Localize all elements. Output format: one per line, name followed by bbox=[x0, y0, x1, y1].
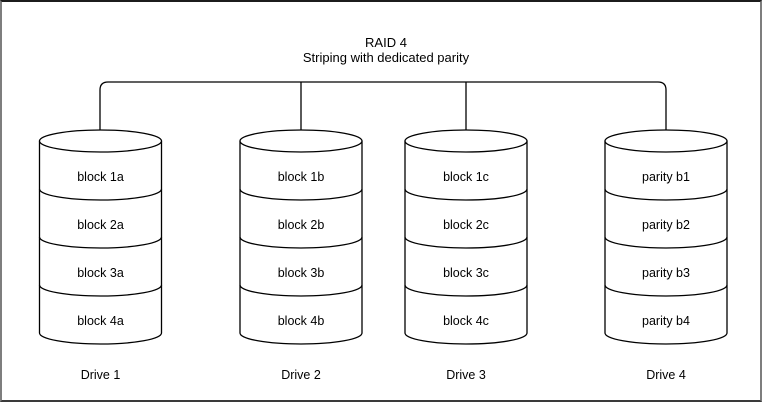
drive-4-divider-3 bbox=[604, 284, 728, 297]
drive-3-label: Drive 3 bbox=[446, 368, 486, 382]
drive-3-cylinder-top bbox=[404, 129, 528, 153]
drive-1-block-3-label: block 3a bbox=[77, 266, 124, 280]
drive-3-block-1-label: block 1c bbox=[443, 170, 489, 184]
drive-4-cylinder-top bbox=[604, 129, 728, 153]
drive-1-cylinder-body bbox=[38, 141, 163, 345]
drive-4-parity-4-label: parity b4 bbox=[642, 314, 690, 328]
drive-2-block-2-label: block 2b bbox=[278, 218, 325, 232]
diagram-subtitle: Striping with dedicated parity bbox=[303, 50, 470, 65]
drive-1-divider-3 bbox=[38, 284, 163, 297]
drive-3-divider-1 bbox=[404, 188, 528, 201]
drive-2-label: Drive 2 bbox=[281, 368, 321, 382]
drive-2-cylinder-top bbox=[239, 129, 363, 153]
drive-1-label: Drive 1 bbox=[81, 368, 121, 382]
drive-2-block-1-label: block 1b bbox=[278, 170, 325, 184]
drive-2-divider-1 bbox=[239, 188, 363, 201]
drive-2: block 1b block 2b block 3b block 4b Driv… bbox=[239, 129, 363, 382]
diagram-title: RAID 4 bbox=[365, 35, 407, 50]
drive-4-cylinder-body bbox=[604, 141, 728, 345]
drive-2-divider-2 bbox=[239, 236, 363, 249]
drive-4-divider-1 bbox=[604, 188, 728, 201]
drive-4: parity b1 parity b2 parity b3 parity b4 … bbox=[604, 129, 728, 382]
drive-1-block-1-label: block 1a bbox=[77, 170, 124, 184]
drive-4-parity-3-label: parity b3 bbox=[642, 266, 690, 280]
drive-4-label: Drive 4 bbox=[646, 368, 686, 382]
drive-3-cylinder-body bbox=[404, 141, 528, 345]
drive-3-block-3-label: block 3c bbox=[443, 266, 489, 280]
drive-1-divider-2 bbox=[38, 236, 163, 249]
drive-1-block-4-label: block 4a bbox=[77, 314, 124, 328]
drive-4-divider-2 bbox=[604, 236, 728, 249]
drive-4-parity-1-label: parity b1 bbox=[642, 170, 690, 184]
drive-2-cylinder-body bbox=[239, 141, 363, 345]
bus-connector-line bbox=[99, 81, 667, 130]
drive-1-divider-1 bbox=[38, 188, 163, 201]
drive-3-divider-2 bbox=[404, 236, 528, 249]
drive-3-block-2-label: block 2c bbox=[443, 218, 489, 232]
drive-1: block 1a block 2a block 3a block 4a Driv… bbox=[38, 129, 163, 382]
drive-3: block 1c block 2c block 3c block 4c Driv… bbox=[404, 129, 528, 382]
drive-1-cylinder-top bbox=[38, 129, 163, 153]
drive-3-divider-3 bbox=[404, 284, 528, 297]
drive-2-block-3-label: block 3b bbox=[278, 266, 325, 280]
drive-3-block-4-label: block 4c bbox=[443, 314, 489, 328]
drive-2-block-4-label: block 4b bbox=[278, 314, 325, 328]
drive-2-divider-3 bbox=[239, 284, 363, 297]
drive-1-block-2-label: block 2a bbox=[77, 218, 124, 232]
drive-4-parity-2-label: parity b2 bbox=[642, 218, 690, 232]
